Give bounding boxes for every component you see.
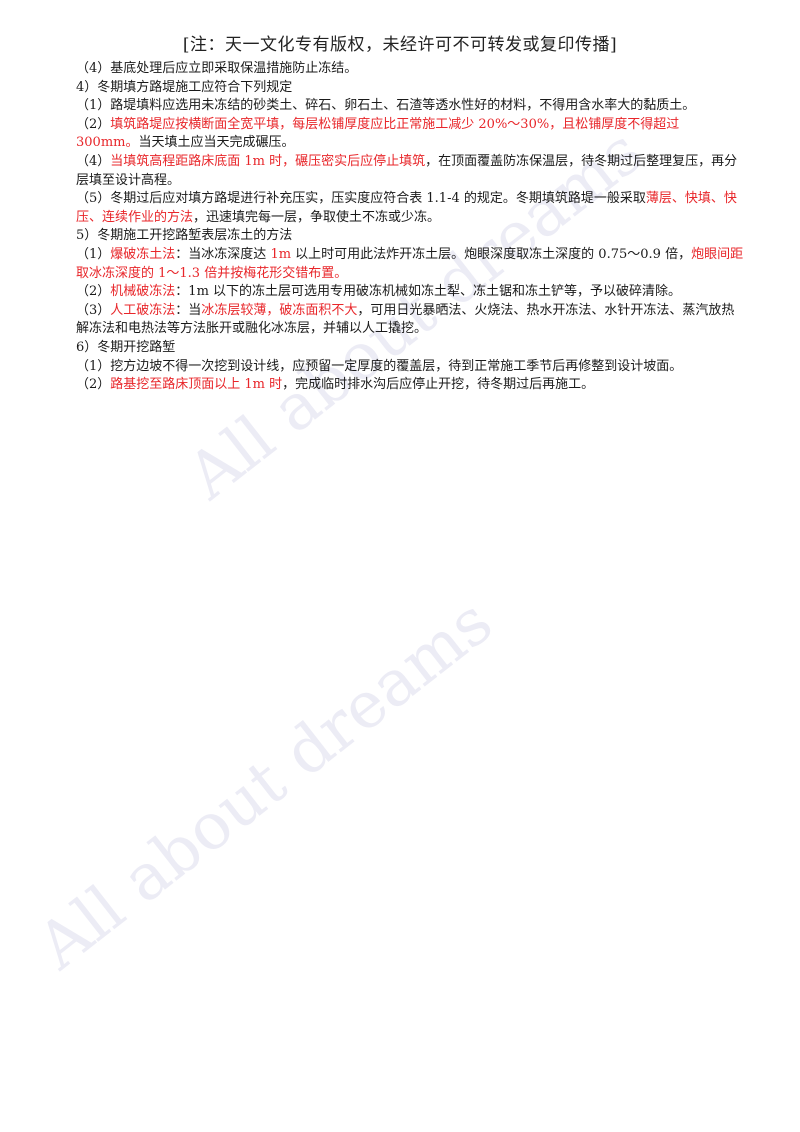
paragraph-line: 6）冬期开挖路堑: [76, 339, 744, 358]
body-text: ，迅速填完每一层，争取使土不冻或少冻。: [193, 209, 441, 225]
body-text: ，完成临时排水沟后应停止开挖，待冬期过后再施工。: [282, 377, 595, 393]
paragraph-line: （2）机械破冻法：1m 以下的冻土层可选用专用破冻机械如冻土犁、冻土锯和冻土铲等…: [76, 283, 744, 302]
highlighted-text: 机械破冻法: [110, 284, 176, 300]
highlighted-text: 路基挖至路床顶面以上 1m 时: [110, 377, 283, 393]
highlighted-text: 当填筑高程距路床底面 1m 时，碾压密实后应停止填筑: [110, 153, 426, 169]
highlighted-text: 冰冻层较薄，破冻面积不大: [201, 302, 358, 318]
body-text: 5）冬期施工开挖路堑表层冻土的方法: [76, 228, 293, 244]
body-text: ，可用日光暴晒法、火烧法、热水开冻法、水针开冻法、蒸汽放热解冻法和电热法等方法胀…: [76, 302, 735, 337]
paragraph-line: （1）路堤填料应选用未冻结的砂类土、碎石、卵石土、石渣等透水性好的材料，不得用含…: [76, 97, 744, 116]
paragraph-line: （3）人工破冻法：当冰冻层较薄，破冻面积不大，可用日光暴晒法、火烧法、热水开冻法…: [76, 302, 744, 339]
paragraph-line: （1）挖方边坡不得一次挖到设计线，应预留一定厚度的覆盖层，待到正常施工季节后再修…: [76, 358, 744, 377]
body-text: ，在顶面覆盖防冻保温层，待冬期过后整理复压，再分层填至设计高程。: [76, 153, 738, 188]
document-body: （4）基底处理后应立即采取保温措施防止冻结。 4）冬期填方路堤施工应符合下列规定 （…: [76, 60, 744, 395]
body-text: （3）: [76, 302, 111, 318]
body-text: （5）冬期过后应对填方路堤进行补充压实，压实度应符合表 1.1-4 的规定。冬期…: [76, 191, 646, 207]
body-text: ：1m 以下的冻土层可选用专用破冻机械如冻土犁、冻土锯和冻土铲等，予以破碎清除。: [175, 284, 682, 300]
paragraph-line: （4）基底处理后应立即采取保温措施防止冻结。: [76, 60, 744, 79]
body-text: ：当: [175, 302, 202, 318]
highlighted-text: 薄层、快填、快压、连续作业的方法: [76, 191, 737, 225]
paragraph-line: （4）当填筑高程距路床底面 1m 时，碾压密实后应停止填筑，在顶面覆盖防冻保温层…: [76, 153, 744, 190]
paragraph-line: （2）填筑路堤应按横断面全宽平填，每层松铺厚度应比正常施工减少 20%～30%，…: [76, 116, 744, 153]
body-text: （2）: [76, 116, 111, 132]
watermark-text-lower: All about dreams: [24, 584, 507, 984]
paragraph-line: 5）冬期施工开挖路堑表层冻土的方法: [76, 227, 744, 246]
highlighted-text: 人工破冻法: [110, 302, 176, 318]
body-text: （2）: [76, 284, 111, 300]
highlighted-text: 1m: [270, 246, 292, 262]
body-text: （4）基底处理后应立即采取保温措施防止冻结。: [76, 61, 358, 76]
paragraph-line: （2）路基挖至路床顶面以上 1m 时，完成临时排水沟后应停止开挖，待冬期过后再施…: [76, 376, 744, 395]
highlighted-text: 爆破冻土法: [110, 246, 176, 262]
body-text: ：当冰冻深度达: [175, 246, 271, 262]
body-text: 4）冬期填方路堤施工应符合下列规定: [76, 79, 293, 95]
body-text: 以上时可用此法炸开冻土层。炮眼深度取冻土深度的 0.75～0.9 倍，: [291, 246, 692, 262]
body-text: （2）: [76, 377, 111, 393]
paragraph-line: （5）冬期过后应对填方路堤进行补充压实，压实度应符合表 1.1-4 的规定。冬期…: [76, 190, 744, 227]
body-text: （1）路堤填料应选用未冻结的砂类土、碎石、卵石土、石渣等透水性好的材料，不得用含…: [76, 98, 696, 114]
highlighted-text: 填筑路堤应按横断面全宽平填，每层松铺厚度应比正常施工减少 20%～30%，且松铺…: [76, 116, 680, 151]
paragraph-line: 4）冬期填方路堤施工应符合下列规定: [76, 79, 744, 98]
body-text: 6）冬期开挖路堑: [76, 339, 176, 355]
body-text: （4）: [76, 153, 111, 169]
copyright-note: [注：天一文化专有版权，未经许可不可转发或复印传播]: [182, 35, 618, 55]
body-text: （1）: [76, 246, 111, 262]
highlighted-text: 炮眼间距取冰冻深度的 1～1.3 倍并按梅花形交错布置。: [76, 246, 744, 281]
paragraph-line: （1）爆破冻土法：当冰冻深度达 1m 以上时可用此法炸开冻土层。炮眼深度取冻土深…: [76, 246, 744, 283]
body-text: 当天填土应当天完成碾压。: [138, 135, 295, 151]
body-text: （1）挖方边坡不得一次挖到设计线，应预留一定厚度的覆盖层，待到正常施工季节后再修…: [76, 358, 683, 374]
